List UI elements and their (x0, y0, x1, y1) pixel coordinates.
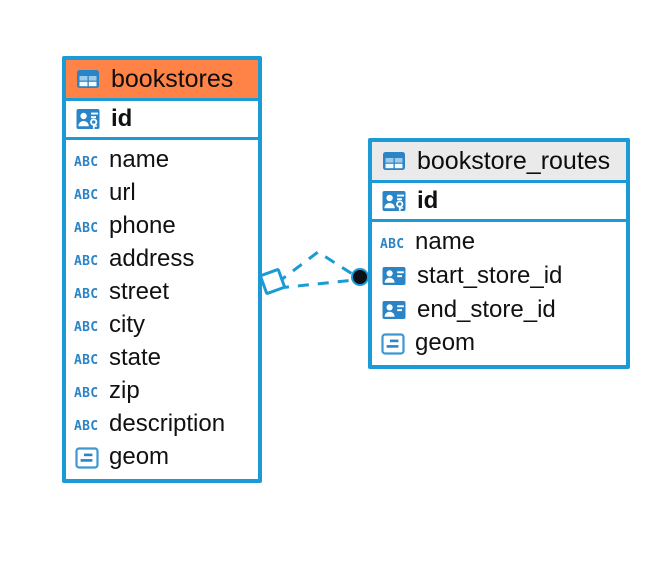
svg-text:ABC: ABC (74, 320, 98, 334)
field-row-geom[interactable]: geom (372, 327, 626, 360)
field-name-label: description (109, 410, 226, 438)
field-name-label: end_store_id (417, 295, 556, 323)
abc-text-icon: ABC (74, 214, 100, 240)
svg-text:ABC: ABC (74, 155, 98, 169)
field-name-label: url (109, 179, 136, 207)
field-name-label: name (415, 228, 476, 256)
field-row-geom[interactable]: geom (66, 441, 258, 474)
field-name-label: street (109, 278, 170, 306)
abc-text-icon: ABC (74, 247, 100, 273)
field-name-label: address (109, 245, 195, 273)
table-icon (383, 152, 405, 170)
svg-text:ABC: ABC (74, 287, 98, 301)
abc-text-icon: ABC (74, 412, 100, 438)
field-row-id[interactable]: id (66, 101, 258, 140)
field-name-label: name (109, 146, 170, 174)
svg-text:ABC: ABC (74, 353, 98, 367)
svg-text:ABC: ABC (74, 386, 98, 400)
field-name-label: zip (109, 377, 140, 405)
primary-key-icon (382, 191, 406, 211)
field-row-zip[interactable]: ABC zip (66, 375, 258, 408)
entity-title-label: bookstore_routes (417, 147, 611, 175)
abc-text-icon: ABC (74, 148, 100, 174)
field-name-label: id (417, 186, 439, 214)
field-list-bookstores: ABC name ABC url ABC pho (66, 140, 258, 479)
field-row-phone[interactable]: ABC phone (66, 210, 258, 243)
field-row-city[interactable]: ABC city (66, 309, 258, 342)
field-row-name[interactable]: ABC name (66, 144, 258, 177)
field-row-url[interactable]: ABC url (66, 177, 258, 210)
svg-text:ABC: ABC (74, 254, 98, 268)
field-name-label: geom (109, 443, 170, 471)
entity-header-bookstores[interactable]: bookstores (66, 60, 258, 101)
field-row-description[interactable]: ABC description (66, 408, 258, 441)
field-row-end-store-id[interactable]: end_store_id (372, 293, 626, 327)
field-name-label: start_store_id (417, 261, 563, 289)
field-list-bookstore-routes: ABC name start_store_id (372, 222, 626, 365)
abc-text-icon: ABC (74, 313, 100, 339)
field-row-street[interactable]: ABC street (66, 276, 258, 309)
svg-text:ABC: ABC (74, 419, 98, 433)
field-row-name[interactable]: ABC name (372, 226, 626, 259)
field-row-state[interactable]: ABC state (66, 342, 258, 375)
entity-title-label: bookstores (111, 65, 234, 93)
foreign-key-icon (382, 301, 406, 319)
foreign-key-icon (382, 267, 406, 285)
primary-key-icon (76, 109, 100, 129)
svg-text:ABC: ABC (74, 221, 98, 235)
field-name-label: id (111, 104, 133, 132)
diamond-outline-icon[interactable] (259, 268, 286, 295)
field-row-start-store-id[interactable]: start_store_id (372, 259, 626, 293)
relationship-branch-lower (277, 278, 356, 290)
field-name-label: phone (109, 212, 176, 240)
entity-table-bookstore-routes[interactable]: bookstore_routes id ABC (368, 138, 630, 369)
svg-text:ABC: ABC (74, 188, 98, 202)
filled-circle-endpoint-icon[interactable] (351, 268, 369, 286)
field-name-label: geom (415, 329, 476, 357)
abc-text-icon: ABC (74, 280, 100, 306)
abc-text-icon: ABC (74, 181, 100, 207)
field-row-address[interactable]: ABC address (66, 243, 258, 276)
geometry-icon (75, 446, 99, 469)
field-name-label: state (109, 344, 162, 372)
geometry-icon (381, 332, 405, 355)
svg-text:ABC: ABC (380, 237, 404, 251)
relationship-branch-upper (276, 250, 358, 285)
abc-text-icon: ABC (74, 379, 100, 405)
abc-text-icon: ABC (380, 230, 406, 256)
abc-text-icon: ABC (74, 346, 100, 372)
field-row-id[interactable]: id (372, 183, 626, 222)
table-icon (77, 70, 99, 88)
entity-table-bookstores[interactable]: bookstores id ABC (62, 56, 262, 483)
field-name-label: city (109, 311, 145, 339)
entity-header-bookstore-routes[interactable]: bookstore_routes (372, 142, 626, 183)
